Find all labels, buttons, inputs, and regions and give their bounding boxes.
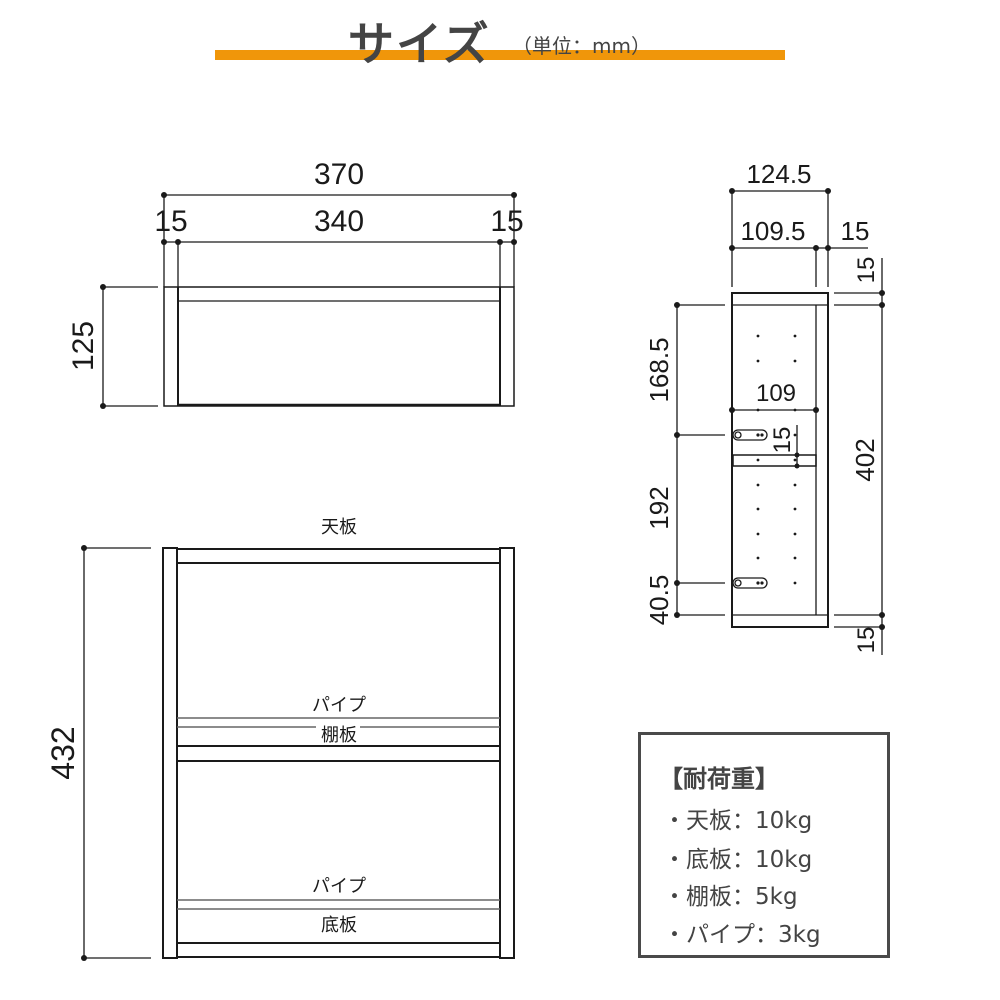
load-capacity-box: 【耐荷重】 ・天板：10kg ・底板：10kg ・棚板：5kg ・パイプ：3kg bbox=[638, 732, 890, 958]
page-title: サイズ bbox=[348, 17, 491, 71]
load-item-top-board: ・天板：10kg bbox=[663, 808, 813, 834]
dim-left-side: 15 bbox=[154, 205, 187, 238]
load-capacity-heading: 【耐荷重】 bbox=[659, 765, 779, 793]
dim-depth: 125 bbox=[67, 321, 100, 371]
dim-inner-depth: 109.5 bbox=[740, 216, 805, 246]
dim-upper-height: 168.5 bbox=[644, 337, 674, 402]
pipe-bracket-lower bbox=[732, 577, 768, 589]
top-view bbox=[102, 194, 515, 407]
load-item-pipe: ・パイプ：3kg bbox=[663, 922, 821, 948]
dim-top-thickness: 15 bbox=[853, 257, 880, 284]
label-pipe-upper: パイプ bbox=[312, 695, 366, 716]
dim-bottom-gap: 40.5 bbox=[644, 575, 674, 626]
dim-right-side: 15 bbox=[490, 205, 523, 238]
header-accent-bar bbox=[215, 50, 785, 60]
label-top-board: 天板 bbox=[321, 517, 357, 538]
load-item-shelf: ・棚板：5kg bbox=[663, 884, 798, 910]
dim-back-panel: 15 bbox=[841, 216, 870, 246]
label-pipe-lower: パイプ bbox=[312, 876, 366, 897]
dim-total-height: 432 bbox=[45, 726, 81, 779]
dim-total-inner-height: 402 bbox=[850, 438, 880, 481]
front-view bbox=[83, 547, 515, 959]
dim-overall-width: 370 bbox=[314, 158, 364, 191]
label-shelf: 棚板 bbox=[321, 725, 357, 746]
dim-middle-height: 192 bbox=[644, 486, 674, 529]
pipe-bracket-upper bbox=[732, 429, 768, 441]
label-bottom-board: 底板 bbox=[321, 915, 357, 936]
dim-shelf-depth: 109 bbox=[756, 380, 796, 407]
dim-inner-width: 340 bbox=[314, 205, 364, 238]
load-item-bottom-board: ・底板：10kg bbox=[663, 847, 813, 873]
dim-shelf-thickness: 15 bbox=[769, 427, 796, 454]
dim-bottom-thickness: 15 bbox=[853, 627, 880, 654]
dim-overall-depth: 124.5 bbox=[746, 159, 811, 189]
unit-label: （単位：mm） bbox=[512, 34, 651, 58]
side-view bbox=[676, 190, 883, 655]
